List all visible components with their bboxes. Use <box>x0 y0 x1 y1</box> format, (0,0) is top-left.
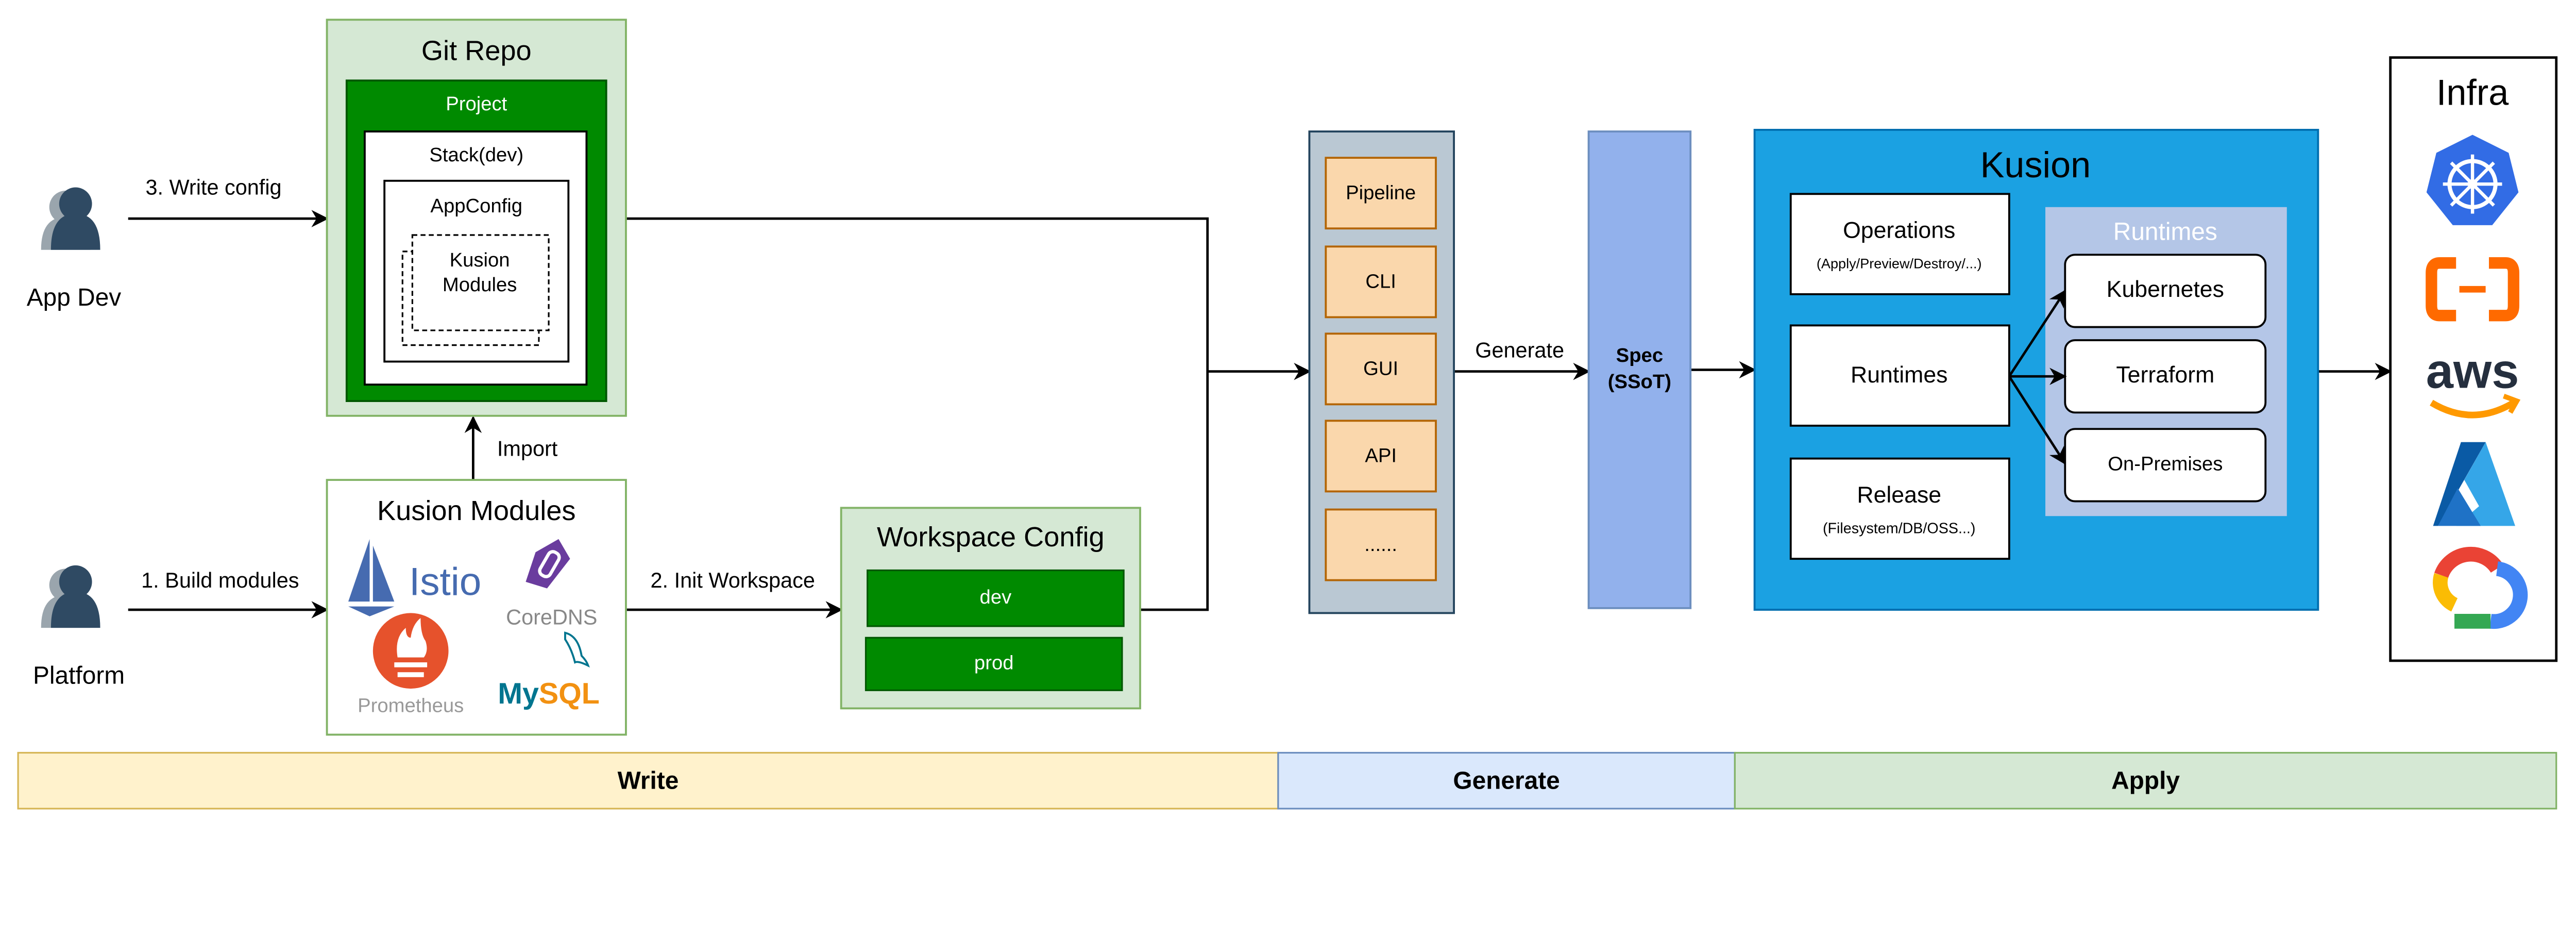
interface-label: Pipeline <box>1346 181 1416 204</box>
appconfig-label: AppConfig <box>430 195 522 217</box>
kusion-architecture-diagram: App Dev Platform 3. Write config 1. Buil… <box>17 19 2558 810</box>
git-repo-box: Git Repo Project Stack(dev) AppConfig Ku… <box>326 19 627 417</box>
mysql-logo: MySQL <box>498 631 600 710</box>
infra-title: Infra <box>2436 72 2509 112</box>
phase-generate: Generate <box>1277 751 1736 810</box>
runtimes-label: Runtimes <box>1851 362 1947 388</box>
interface-label: API <box>1365 445 1397 467</box>
write-config-label: 3. Write config <box>145 175 281 199</box>
interface-box <box>1325 332 1437 406</box>
runtime-onprem <box>2064 428 2267 503</box>
spec-label: Spec <box>1616 344 1663 366</box>
interface-box <box>1325 245 1437 319</box>
runtimes-group-title: Runtimes <box>2113 218 2217 245</box>
interface-gui: GUI <box>1325 332 1437 406</box>
workspace-config-box: Workspace Config dev prod <box>840 507 1141 710</box>
workspace-prod-label: prod <box>974 651 1014 674</box>
operations-label: Operations <box>1843 218 1955 243</box>
prometheus-logo: Prometheus <box>358 613 464 716</box>
workspace-config-title: Workspace Config <box>877 522 1105 553</box>
phase-box <box>17 751 1279 810</box>
svg-text:aws: aws <box>2426 343 2519 398</box>
coredns-text: CoreDNS <box>506 605 597 629</box>
user-icon <box>41 565 100 628</box>
interface-cli: CLI <box>1325 245 1437 319</box>
workspace-dev-label: dev <box>980 586 1012 608</box>
import-label: Import <box>497 437 558 461</box>
modules-label-1: Kusion <box>450 249 510 271</box>
operations-sub: (Apply/Preview/Destroy/...) <box>1817 256 1982 272</box>
runtime-arrow-kubernetes <box>2008 289 2066 377</box>
runtime-kubernetes-label: Kubernetes <box>2107 277 2224 302</box>
release-box <box>1789 457 2010 560</box>
interface-label: GUI <box>1363 358 1398 380</box>
git-repo-title: Git Repo <box>421 35 532 66</box>
interface-label: ...... <box>1364 533 1397 556</box>
phase-label: Generate <box>1453 767 1560 794</box>
phase-label: Apply <box>2111 767 2180 794</box>
infra-box: Infra aws <box>2389 56 2558 662</box>
interface-box <box>1325 157 1437 230</box>
generate-label: Generate <box>1475 338 1564 362</box>
kusion-modules-title: Kusion Modules <box>377 495 576 526</box>
azure-icon <box>2433 442 2516 526</box>
modules-label-2: Modules <box>443 274 517 296</box>
release-label: Release <box>1857 482 1941 508</box>
alibaba-cloud-icon <box>2426 257 2519 322</box>
interface-more: ...... <box>1325 508 1437 581</box>
kusion-box: Kusion Operations (Apply/Preview/Destroy… <box>1753 128 2319 611</box>
phase-label: Write <box>618 767 679 794</box>
stack-label: Stack(dev) <box>429 144 523 166</box>
operations-box <box>1789 193 2010 295</box>
workspace-dev <box>867 569 1125 627</box>
mysql-text: MySQL <box>498 677 600 710</box>
interface-label: CLI <box>1365 271 1396 293</box>
kubernetes-icon <box>2426 135 2519 225</box>
istio-text: Istio <box>409 560 481 604</box>
workspace-prod <box>865 637 1123 691</box>
kusion-title: Kusion <box>1980 144 2091 185</box>
phase-apply: Apply <box>1734 751 2557 810</box>
google-cloud-icon <box>2433 546 2528 629</box>
phase-box <box>1277 751 1736 810</box>
interface-api: API <box>1325 420 1437 493</box>
runtime-terraform-label: Terraform <box>2116 362 2214 388</box>
interface-box <box>1325 508 1437 581</box>
spec-ssot-label: (SSoT) <box>1608 371 1671 393</box>
app-dev-actor: App Dev <box>27 187 122 311</box>
init-workspace-label: 2. Init Workspace <box>651 568 815 592</box>
build-modules-label: 1. Build modules <box>141 568 299 592</box>
config-merge-line <box>625 217 1209 611</box>
interface-pipeline: Pipeline <box>1325 157 1437 230</box>
spec-box: Spec (SSoT) <box>1587 130 1692 609</box>
phase-box <box>1734 751 2557 810</box>
istio-logo: Istio <box>348 539 481 616</box>
user-icon <box>41 187 100 250</box>
coredns-logo: CoreDNS <box>506 539 597 629</box>
runtimes-box <box>1789 324 2010 427</box>
phase-write: Write <box>17 751 1279 810</box>
platform-label: Platform <box>33 662 125 689</box>
runtime-onprem-label: On-Premises <box>2108 453 2223 475</box>
platform-actor: Platform <box>33 565 125 689</box>
prometheus-text: Prometheus <box>358 694 464 716</box>
modules-box <box>411 234 550 331</box>
aws-icon: aws <box>2426 343 2521 419</box>
phase-bar: Write Generate Apply <box>17 751 2557 810</box>
kusion-modules-box: Kusion Modules Istio CoreDNS Prometheus … <box>326 479 627 736</box>
project-label: Project <box>446 93 507 115</box>
release-sub: (Filesystem/DB/OSS...) <box>1823 520 1975 537</box>
runtime-arrow-onprem <box>2008 375 2066 465</box>
interface-box <box>1325 420 1437 493</box>
app-dev-label: App Dev <box>27 284 122 311</box>
